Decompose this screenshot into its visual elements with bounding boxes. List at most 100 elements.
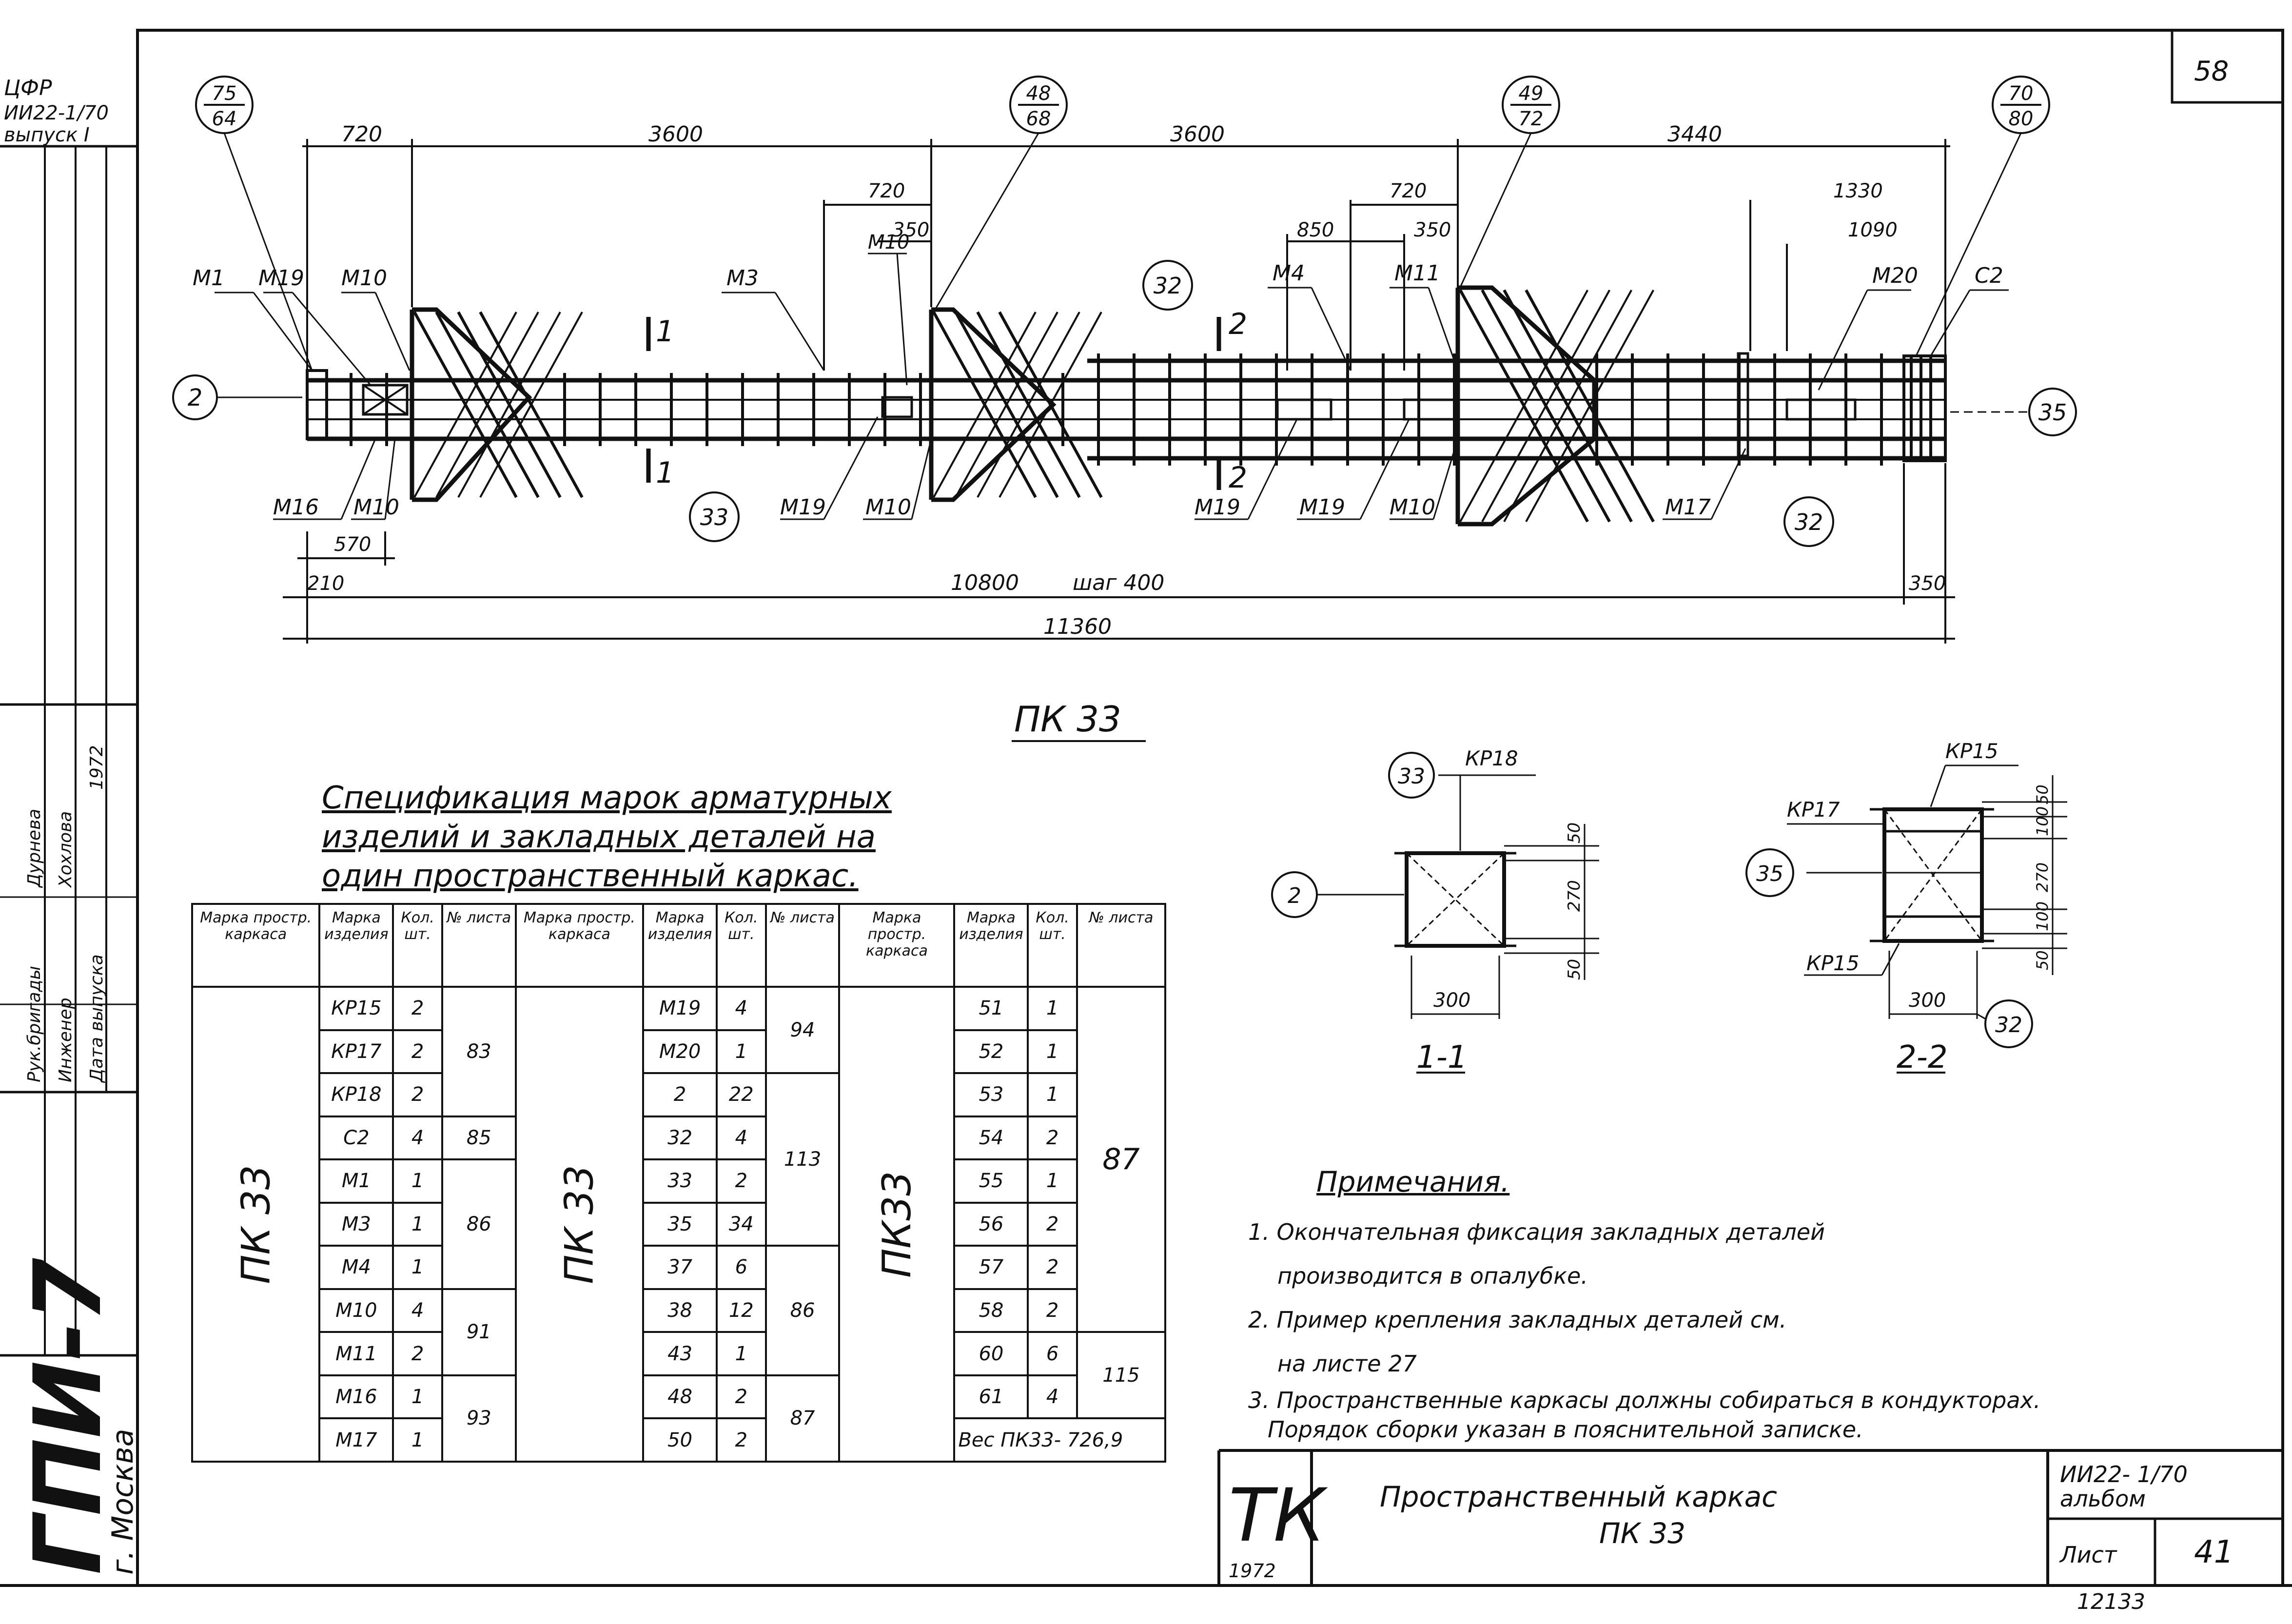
label-M11: М11 <box>1394 261 1440 286</box>
leaders <box>193 253 2028 520</box>
g2-mark: 37 <box>642 1245 718 1290</box>
section-mark-1-bottom: 1 <box>656 456 674 490</box>
g3-qty: 4 <box>1027 1374 1078 1420</box>
haunch-hatch <box>479 312 583 498</box>
g3-qty: 1 <box>1027 1029 1078 1075</box>
s22-kp-bottom: КР15 <box>1806 951 1860 975</box>
top-dimensions <box>302 139 1950 371</box>
haunch-hatch <box>977 312 1080 498</box>
g1-mark: С2 <box>318 1115 394 1161</box>
g2-mark: 50 <box>642 1417 718 1463</box>
haunch-hatch <box>457 312 561 498</box>
g1-qty: 1 <box>392 1417 443 1463</box>
fraction-numerator: 75 <box>212 82 237 105</box>
g3-mark: 60 <box>953 1331 1029 1376</box>
hdr-mark-2: Марка изделия <box>642 903 718 988</box>
spec-weight: Вес ПК33- 726,9 <box>953 1417 1166 1463</box>
stamp-role-3: Дата выпуска <box>87 954 107 1083</box>
label-M16: М16 <box>273 495 319 520</box>
title-logo: ТК <box>1229 1473 1328 1558</box>
s22-c32: 32 <box>1995 1013 2022 1037</box>
g3-sheet: 115 <box>1076 1331 1167 1420</box>
g3-mark: 53 <box>953 1072 1029 1117</box>
hdr-sheet-1: № листа <box>441 903 517 988</box>
title-name-1: Пространственный каркас <box>1380 1480 1777 1513</box>
g3-qty: 2 <box>1027 1201 1078 1247</box>
note-line-1: 1. Окончательная фиксация закладных дета… <box>1248 1219 1825 1245</box>
s11-c2: 2 <box>1288 883 1301 908</box>
dim-350-a: 350 <box>892 219 929 241</box>
g1-mark: КР18 <box>318 1072 394 1117</box>
section-2-2-title: 2-2 <box>1897 1039 1948 1076</box>
g2-sheet: 94 <box>764 985 841 1075</box>
g1-qty: 4 <box>392 1115 443 1161</box>
g3-mark: 51 <box>953 986 1029 1031</box>
g1-qty: 1 <box>392 1158 443 1204</box>
circle-32-a: 32 <box>1154 273 1182 299</box>
g2-mark: 43 <box>642 1331 718 1376</box>
circle-2: 2 <box>188 384 203 411</box>
g1-mark: М10 <box>318 1288 394 1333</box>
notes-title: Примечания. <box>1316 1165 1510 1198</box>
g2-qty: 2 <box>716 1417 767 1463</box>
s11-c33: 33 <box>1398 764 1425 789</box>
dim-11360: 11360 <box>1043 614 1112 639</box>
haunch-hatch <box>999 312 1102 498</box>
s11-h1: 50 <box>1565 822 1584 843</box>
s11-kp: КР18 <box>1465 746 1518 770</box>
g1-qty: 2 <box>392 1331 443 1376</box>
frame-cell-1: ПК 33 <box>191 986 321 1463</box>
title-year: 1972 <box>1229 1560 1276 1582</box>
spec-title-2: изделий и закладных деталей на <box>322 819 876 855</box>
s22-h1: 50 <box>2033 784 2052 804</box>
hdr-qty-2: Кол. шт. <box>716 903 767 988</box>
g1-qty: 1 <box>392 1374 443 1420</box>
g3-qty: 1 <box>1027 1072 1078 1117</box>
g3-qty: 1 <box>1027 986 1078 1031</box>
hdr-frame-1: Марка простр. каркаса <box>191 903 321 988</box>
circle-33: 33 <box>700 504 729 530</box>
hdr-mark-3: Марка изделия <box>953 903 1029 988</box>
section-1-1-title: 1-1 <box>1416 1039 1468 1076</box>
s22-kp-left: КР17 <box>1787 798 1840 822</box>
fraction-denominator: 72 <box>1519 108 1544 130</box>
dim-step: шаг 400 <box>1073 570 1164 595</box>
s22-c35: 35 <box>1756 861 1783 886</box>
hdr-frame-3: Марка простр. каркаса <box>838 903 956 988</box>
g2-qty: 34 <box>716 1201 767 1247</box>
g2-sheet: 86 <box>764 1245 841 1376</box>
stamp-role-1: Рук.бригады <box>24 966 44 1082</box>
g1-qty: 1 <box>392 1201 443 1247</box>
dim-350-c: 350 <box>1909 572 1946 595</box>
spec-table-wrap: Марка простр. каркаса Марка изделия Кол.… <box>191 903 1167 1463</box>
dim-350-b: 350 <box>1414 219 1451 241</box>
fraction-leader <box>1457 133 1532 293</box>
dim-210: 210 <box>307 572 344 595</box>
label-M10-d: М10 <box>865 495 911 520</box>
g3-mark: 58 <box>953 1288 1029 1333</box>
fraction-denominator: 80 <box>2009 108 2034 130</box>
g2-qty: 4 <box>716 986 767 1031</box>
label-M19-d: М19 <box>1299 495 1345 520</box>
frame-elevation <box>306 285 1947 527</box>
drawing-title: ПК 33 <box>1014 699 1121 740</box>
g1-sheet: 91 <box>441 1288 517 1376</box>
g3-mark: 56 <box>953 1201 1029 1247</box>
g3-mark: 54 <box>953 1115 1029 1161</box>
stamp-city: г. Москва <box>106 1428 140 1575</box>
s22-h2: 100 <box>2033 806 2052 836</box>
g2-mark: 33 <box>642 1158 718 1204</box>
spec-title-1: Спецификация марок арматурных <box>322 780 892 816</box>
fraction-leader <box>933 133 1039 313</box>
label-M19-c: М19 <box>1195 495 1240 520</box>
section-1-1 <box>1271 752 1599 1074</box>
g1-mark: КР17 <box>318 1029 394 1075</box>
g3-qty: 1 <box>1027 1158 1078 1204</box>
corner-label: 58 <box>2194 56 2229 87</box>
dim-3440: 3440 <box>1667 122 1722 147</box>
g2-qty: 4 <box>716 1115 767 1161</box>
g3-sheet: 87 <box>1076 985 1167 1333</box>
title-series: ИИ22- 1/70 <box>2060 1461 2188 1487</box>
g3-qty: 2 <box>1027 1115 1078 1161</box>
g1-mark: КР15 <box>318 986 394 1031</box>
